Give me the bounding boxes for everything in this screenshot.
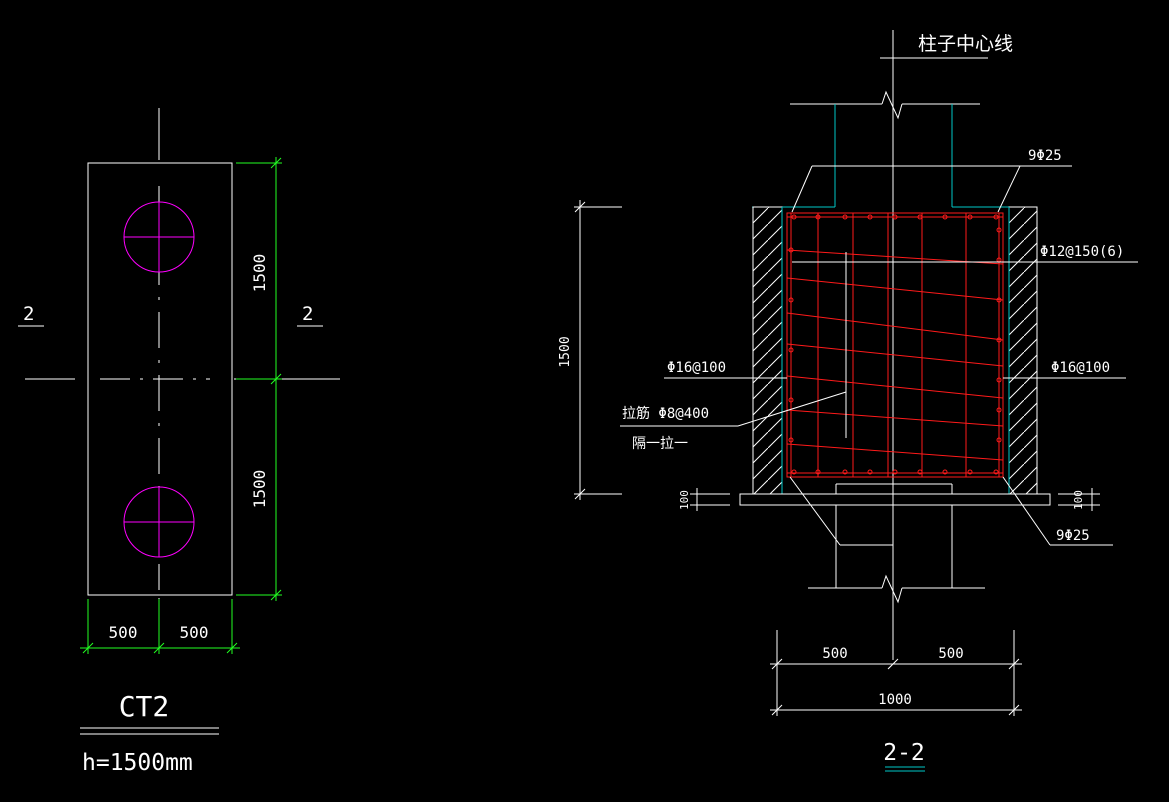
plan-dimension-vertical: 1500 1500 — [236, 157, 282, 601]
tie-bar-note: 隔一拉一 — [632, 436, 688, 452]
stirrup-label: Φ12@150(6) — [1040, 244, 1124, 260]
section-dimension-height: 1500 — [558, 200, 622, 500]
section-dimension-base: 100 100 — [678, 488, 1100, 511]
plan-dim-bottom-right: 500 — [180, 623, 209, 642]
section-mark-right: 2 — [302, 303, 313, 325]
section-dim-width-right: 500 — [938, 646, 963, 662]
top-bar-label: 9Φ25 — [1028, 148, 1062, 164]
centerline-label: 柱子中心线 — [918, 33, 1013, 55]
pile-bottom — [123, 486, 195, 558]
rebar-cage — [786, 212, 1004, 478]
plan-title: CT2 — [119, 690, 170, 723]
plan-dim-upper: 1500 — [250, 254, 269, 293]
plan-dim-lower: 1500 — [250, 470, 269, 509]
left-hatched-wall — [752, 206, 783, 495]
pile-cap-section — [739, 206, 1051, 506]
rebar-dots — [788, 214, 1002, 475]
section-dim-base-right: 100 — [1072, 490, 1085, 510]
section-title: 2-2 — [883, 740, 925, 766]
side-bar-right-label: Φ16@100 — [1051, 360, 1110, 376]
bottom-bar-label: 9Φ25 — [1056, 528, 1090, 544]
plan-dimension-horizontal: 500 500 — [80, 599, 240, 654]
section-dim-height: 1500 — [558, 336, 573, 367]
lower-pile — [789, 476, 985, 604]
right-hatched-wall — [1008, 206, 1038, 495]
section-dim-total: 1000 — [878, 692, 912, 708]
cushion-layer — [739, 493, 1051, 506]
section-dim-width-left: 500 — [822, 646, 847, 662]
section-view: 柱子中心线 — [558, 30, 1138, 772]
annotation-leaders — [620, 165, 1138, 546]
section-dimension-width: 500 500 1000 — [770, 630, 1022, 716]
upper-column — [752, 90, 1037, 208]
plan-height-note: h=1500mm — [82, 750, 193, 776]
pile-top — [123, 201, 195, 273]
side-bar-left-label: Φ16@100 — [667, 360, 726, 376]
plan-dim-bottom-left: 500 — [109, 623, 138, 642]
plan-view: 2 2 1500 1500 — [18, 108, 340, 776]
section-mark-left: 2 — [23, 303, 34, 325]
rebar-cage-outline — [786, 212, 1004, 478]
pile-cap-outline — [87, 162, 233, 596]
tie-bar-label: 拉筋 Φ8@400 — [622, 405, 709, 422]
section-dim-base-left: 100 — [678, 490, 691, 510]
